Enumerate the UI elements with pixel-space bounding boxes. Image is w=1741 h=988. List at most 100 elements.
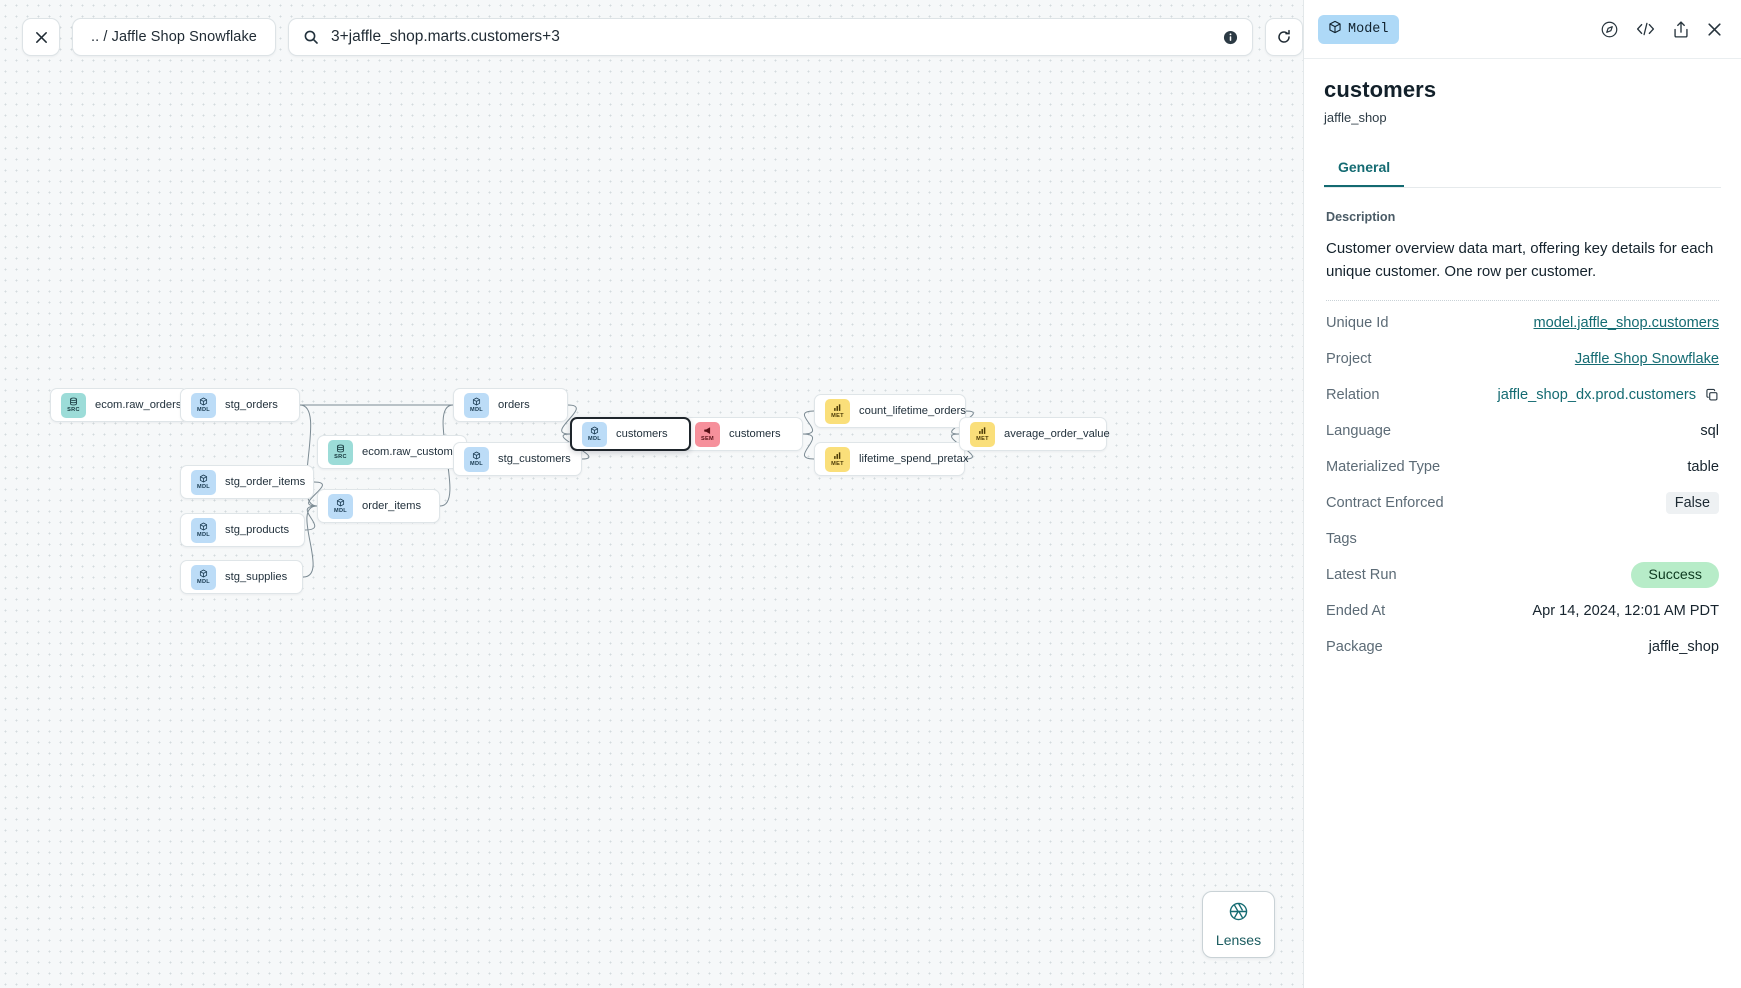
node-badge-src: SRC <box>61 392 86 418</box>
mdl-icon <box>199 473 208 483</box>
mdl-icon <box>199 521 208 531</box>
page-title: customers <box>1324 77 1437 102</box>
detail-key: Project <box>1326 350 1372 367</box>
lenses-button[interactable]: Lenses <box>1202 891 1275 958</box>
mdl-icon <box>472 450 481 460</box>
detail-key: Relation <box>1326 386 1380 403</box>
node-badge-mdl: MDL <box>464 392 489 418</box>
src-icon <box>69 396 78 406</box>
detail-value-wrap: jaffle_shop_dx.prod.customers <box>1498 387 1719 403</box>
compass-icon[interactable] <box>1600 20 1619 39</box>
code-icon[interactable] <box>1635 20 1656 38</box>
detail-value[interactable]: jaffle_shop_dx.prod.customers <box>1497 386 1696 403</box>
search-input[interactable] <box>330 28 1215 46</box>
details-panel-header: Model <box>1304 0 1741 59</box>
node-badge-mdl: MDL <box>582 421 607 447</box>
search-icon <box>303 29 319 45</box>
sem-icon <box>703 425 712 435</box>
tab-general[interactable]: General <box>1324 153 1405 187</box>
detail-row: Tags <box>1326 521 1719 557</box>
node-label: ecom.raw_orders <box>95 399 182 411</box>
detail-value-wrap: Success <box>1631 561 1719 588</box>
mdl-icon <box>199 568 208 578</box>
node-label: stg_customers <box>498 453 571 465</box>
node-type-chip[interactable]: Model <box>1318 14 1399 44</box>
node-label: stg_products <box>225 524 290 536</box>
detail-row: Latest Run Success <box>1326 557 1719 593</box>
detail-value[interactable]: model.jaffle_shop.customers <box>1533 314 1720 331</box>
close-lineage-button[interactable] <box>22 18 60 56</box>
detail-value-wrap: table <box>1687 459 1719 475</box>
share-icon[interactable] <box>1672 20 1690 39</box>
copy-icon[interactable] <box>1705 388 1719 402</box>
detail-row: Ended At Apr 14, 2024, 12:01 AM PDT <box>1326 593 1719 629</box>
refresh-icon <box>1278 29 1290 43</box>
description-text: Customer overview data mart, offering ke… <box>1326 240 1714 280</box>
info-icon[interactable] <box>1223 30 1238 45</box>
node-badge-mdl: MDL <box>191 517 216 543</box>
mdl-icon <box>336 497 345 507</box>
search-box[interactable] <box>287 18 1253 56</box>
detail-key: Ended At <box>1326 602 1386 619</box>
mdl-icon <box>472 396 481 406</box>
met-icon <box>833 402 842 412</box>
node-badge-mdl: MDL <box>464 446 489 472</box>
graph-node-lifetime_spend_pretax[interactable]: MET lifetime_spend_pretax <box>814 442 969 476</box>
detail-value: Apr 14, 2024, 12:01 AM PDT <box>1532 602 1719 619</box>
detail-key: Latest Run <box>1326 566 1397 583</box>
detail-key: Tags <box>1326 530 1357 547</box>
node-badge-mdl: MDL <box>191 392 216 418</box>
met-icon <box>978 425 987 435</box>
panel-title-block: customers jaffle_shop <box>1304 59 1741 125</box>
refresh-button[interactable] <box>1264 18 1303 56</box>
detail-row: Relation jaffle_shop_dx.prod.customers <box>1326 377 1719 413</box>
mdl-icon <box>199 396 208 406</box>
graph-node-ecom_raw_orders[interactable]: SRC ecom.raw_orders <box>50 388 188 422</box>
close-icon <box>35 31 47 43</box>
breadcrumb[interactable]: .. / Jaffle Shop Snowflake <box>72 18 276 56</box>
graph-node-stg_order_items[interactable]: MDL stg_order_items <box>180 465 314 499</box>
graph-node-count_lifetime_orders[interactable]: MET count_lifetime_orders <box>814 394 966 428</box>
graph-node-stg_customers[interactable]: MDL stg_customers <box>453 442 582 476</box>
page-subtitle: jaffle_shop <box>1324 110 1387 125</box>
node-label: stg_order_items <box>225 476 306 488</box>
description-label: Description <box>1326 210 1396 224</box>
detail-value-wrap: Apr 14, 2024, 12:01 AM PDT <box>1532 603 1719 619</box>
detail-key: Unique Id <box>1326 314 1389 331</box>
panel-tabs: General <box>1324 153 1721 188</box>
node-badge-mdl: MDL <box>191 469 216 495</box>
aperture-icon <box>1228 901 1249 927</box>
node-badge-src: SRC <box>328 439 353 465</box>
node-badge-met: MET <box>825 446 850 472</box>
src-icon <box>336 443 345 453</box>
node-badge-met: MET <box>825 398 850 424</box>
node-label: count_lifetime_orders <box>859 405 966 417</box>
node-label: lifetime_spend_pretax <box>859 453 969 465</box>
node-badge-mdl: MDL <box>191 564 216 590</box>
panel-body: Description Customer overview data mart,… <box>1304 188 1741 988</box>
node-badge-mdl: MDL <box>328 493 353 519</box>
graph-node-stg_products[interactable]: MDL stg_products <box>180 513 305 547</box>
detail-value-wrap: model.jaffle_shop.customers <box>1534 315 1720 331</box>
detail-key: Materialized Type <box>1326 458 1441 475</box>
met-icon <box>833 450 842 460</box>
detail-value-wrap: sql <box>1700 423 1719 439</box>
close-panel-icon[interactable] <box>1706 21 1723 38</box>
detail-value: jaffle_shop <box>1648 638 1719 655</box>
detail-key: Contract Enforced <box>1326 494 1444 511</box>
panel-header-actions <box>1600 20 1723 39</box>
node-type-label: Model <box>1348 21 1389 37</box>
detail-value[interactable]: Jaffle Shop Snowflake <box>1574 350 1719 367</box>
